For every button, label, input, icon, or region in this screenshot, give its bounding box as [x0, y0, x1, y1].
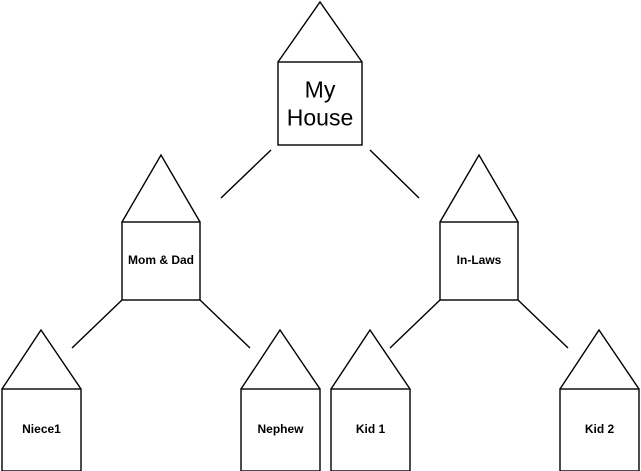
- house-label-line: Niece1: [22, 422, 61, 436]
- connector-my-house-to-mom-and-dad: [220, 149, 272, 199]
- connector-mom-and-dad-to-niece1: [71, 299, 123, 349]
- house-label-line: Nephew: [257, 422, 304, 436]
- house-label-kid-2: Kid 2: [585, 422, 615, 436]
- house-roof-nephew: [240, 328, 321, 390]
- house-roof-mom-and-dad: [121, 153, 201, 223]
- house-body-mom-and-dad: [121, 221, 201, 301]
- house-roof-niece1: [1, 328, 82, 390]
- house-label-kid-1: Kid 1: [356, 422, 386, 436]
- house-label-mom-and-dad: Mom & Dad: [128, 253, 194, 267]
- connector-layer: [71, 149, 569, 349]
- house-label-nephew: Nephew: [257, 422, 304, 436]
- house-node-kid-2[interactable]: Kid 2: [559, 328, 640, 471]
- house-body-kid-2: [559, 388, 640, 471]
- house-label-line: Mom & Dad: [128, 253, 194, 267]
- house-body-my-house: [277, 61, 363, 146]
- house-node-kid-1[interactable]: Kid 1: [330, 328, 411, 471]
- house-roof-my-house: [277, 0, 363, 63]
- house-node-niece1[interactable]: Niece1: [1, 328, 82, 471]
- house-label-niece1: Niece1: [22, 422, 61, 436]
- house-label-in-laws: In-Laws: [457, 253, 502, 267]
- connector-in-laws-to-kid-1: [389, 299, 441, 349]
- house-label-line: Kid 1: [356, 422, 386, 436]
- house-roof-kid-2: [559, 328, 640, 390]
- house-label-line: Kid 2: [585, 422, 615, 436]
- house-body-niece1: [1, 388, 82, 471]
- house-label-line: In-Laws: [457, 253, 502, 267]
- house-body-in-laws: [439, 221, 519, 301]
- connector-mom-and-dad-to-nephew: [199, 299, 251, 349]
- house-node-nephew[interactable]: Nephew: [240, 328, 321, 471]
- connector-my-house-to-in-laws: [369, 149, 420, 199]
- house-label-line: House: [287, 104, 353, 130]
- house-node-in-laws[interactable]: In-Laws: [439, 153, 519, 301]
- house-body-kid-1: [330, 388, 411, 471]
- house-body-nephew: [240, 388, 321, 471]
- house-roof-kid-1: [330, 328, 411, 390]
- house-node-mom-and-dad[interactable]: Mom & Dad: [121, 153, 201, 301]
- connector-in-laws-to-kid-2: [517, 299, 569, 349]
- house-label-line: My: [305, 76, 336, 102]
- house-roof-in-laws: [439, 153, 519, 223]
